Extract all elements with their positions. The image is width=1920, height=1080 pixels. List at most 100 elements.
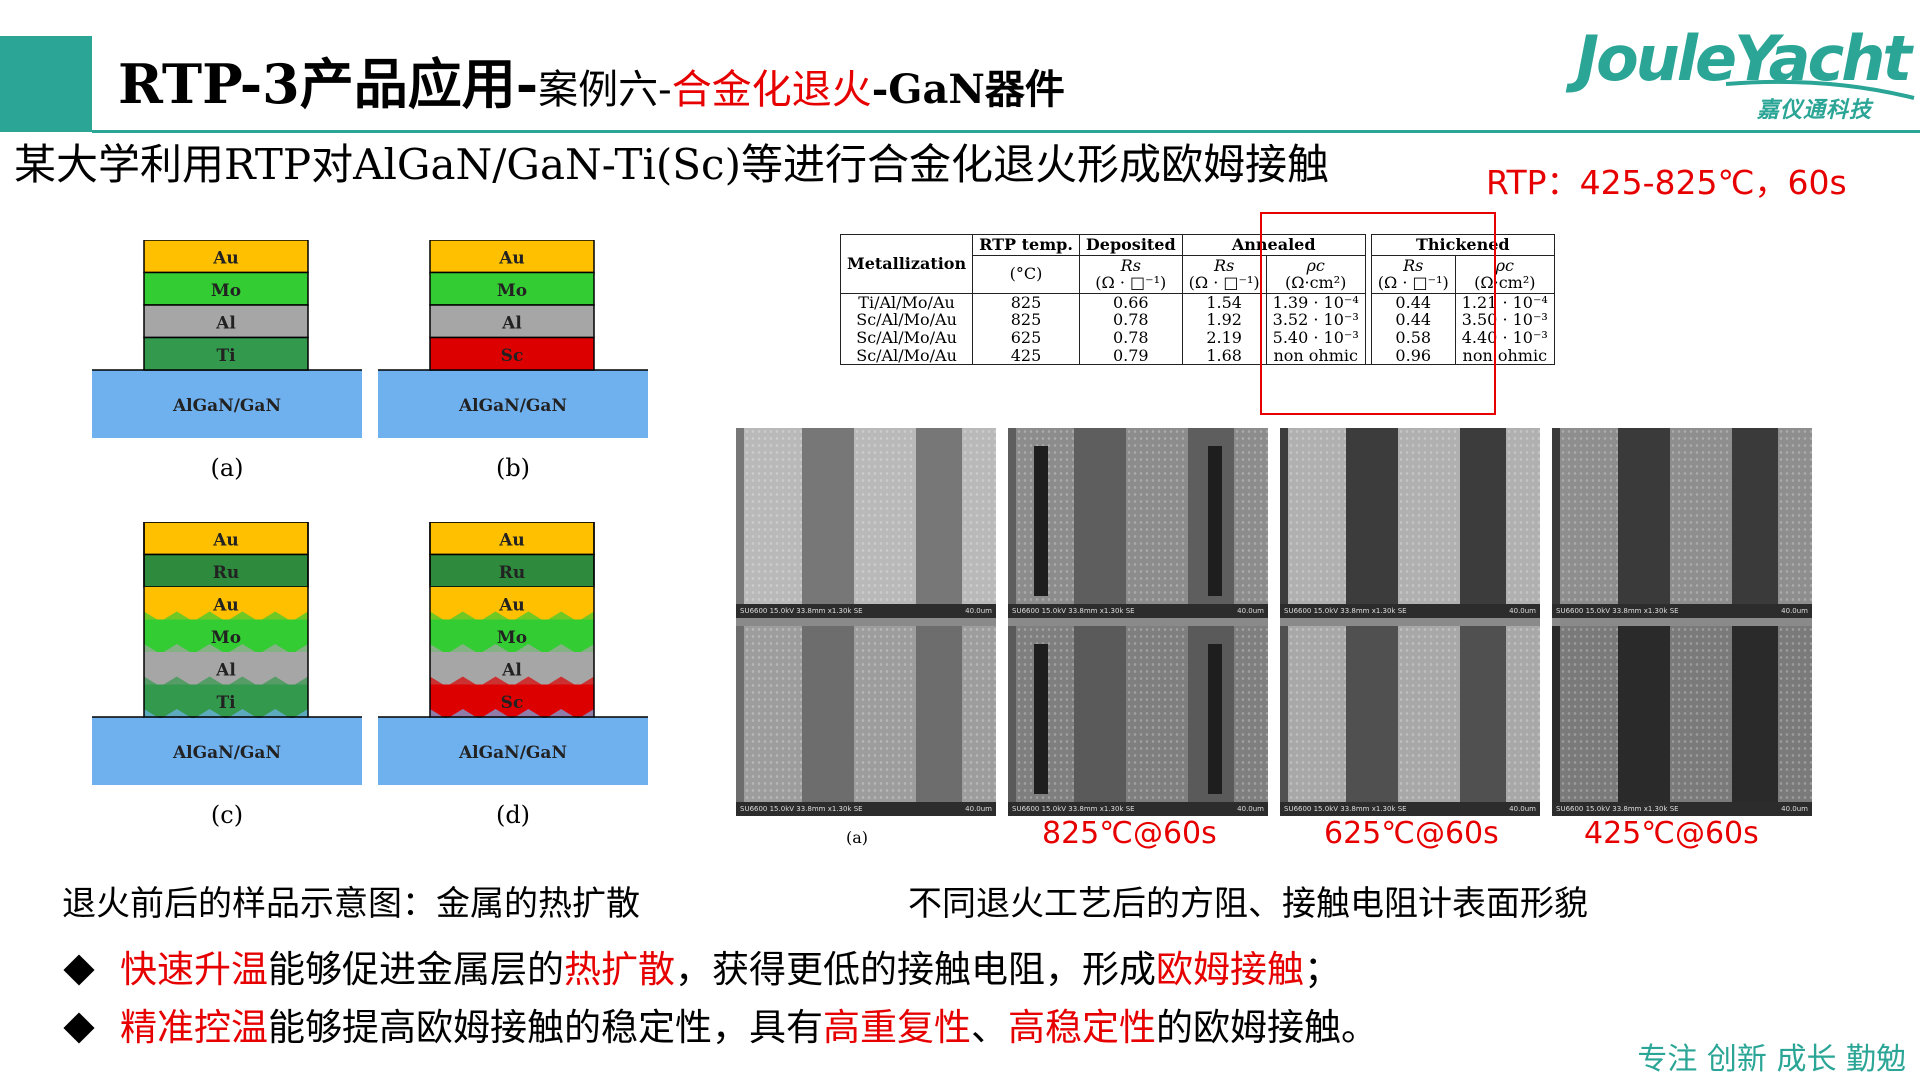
- layer-label: Mo: [497, 628, 527, 648]
- layer-mo: [143, 271, 309, 306]
- layer-au: [429, 240, 595, 274]
- table-cell: 0.44: [1370, 293, 1456, 312]
- layer-sc: [429, 336, 595, 371]
- substrate-label: AlGaN/GaN: [458, 743, 567, 763]
- slide-subtitle: 某大学利用RTP对AlGaN/GaN-Ti(Sc)等进行合金化退火形成欧姆接触: [14, 140, 1329, 189]
- layer-al: [144, 652, 308, 685]
- layer-al: [430, 652, 594, 685]
- th-metallization: Metallization: [839, 234, 974, 294]
- logo-sub-text: 嘉仪通科技: [1756, 98, 1872, 123]
- page-title: RTP-3产品应用-案例六-合金化退火-GaN器件: [118, 44, 1065, 124]
- table-cell: non ohmic: [1454, 346, 1555, 366]
- title-highlight: 合金化退火: [671, 67, 872, 113]
- sem-panel-label: (a): [846, 828, 869, 847]
- th-ann-rhoc: ρc(Ω·cm²): [1265, 254, 1366, 294]
- layer-label: Ti: [216, 693, 236, 713]
- layer-label: Mo: [211, 628, 241, 648]
- th-thk-rhoc: ρc(Ω·cm²): [1454, 254, 1555, 294]
- stack-figure-label: (b): [495, 454, 531, 482]
- caption-sem: 不同退火工艺后的方阻、接触电阻计表面形貌: [908, 884, 1588, 924]
- table-cell: 1.54: [1181, 293, 1267, 312]
- resistance-table: Metallization RTP temp. Deposited Anneal…: [839, 234, 1555, 366]
- layer-ru: [429, 553, 595, 588]
- substrate-label: AlGaN/GaN: [172, 743, 281, 763]
- title-tail: -GaN器件: [871, 66, 1065, 113]
- table-cell: 825: [972, 311, 1080, 329]
- layer-label: Ru: [499, 563, 526, 583]
- table-cell: non ohmic: [1265, 346, 1366, 366]
- annealed-highlight-box: [1260, 212, 1496, 415]
- table-cell: 4.40 · 10⁻³: [1454, 329, 1555, 347]
- bullet-2: 精准控温能够提高欧姆接触的稳定性，具有高重复性、高稳定性的欧姆接触。: [62, 1002, 1378, 1054]
- company-logo: JouleYacht 嘉仪通科技: [1576, 18, 1916, 126]
- table-cell: 5.40 · 10⁻³: [1265, 329, 1366, 347]
- th-ann-rs: Rs(Ω · □⁻¹): [1181, 254, 1267, 294]
- table-cell: Sc/Al/Mo/Au: [839, 329, 974, 347]
- stack-figure-label: (c): [210, 801, 244, 829]
- table-cell: 0.58: [1370, 329, 1456, 347]
- layer-sc: [430, 684, 594, 717]
- logo-swoosh-icon: [1725, 79, 1915, 100]
- sem-caption-625: 625℃@60s: [1324, 816, 1499, 851]
- layer-mo: [430, 619, 594, 652]
- table-cell: 0.78: [1078, 311, 1183, 329]
- layer-label: Au: [498, 530, 525, 550]
- table-cell: 1.68: [1181, 346, 1267, 366]
- layer-label: Al: [501, 313, 522, 333]
- th-dep-rs: Rs(Ω · □⁻¹): [1078, 254, 1183, 294]
- title-main: RTP-3产品应用-: [118, 52, 539, 116]
- layer-label: Ru: [213, 563, 240, 583]
- rtp-condition-note: RTP：425-825℃，60s: [1486, 163, 1847, 202]
- logo-brand-text: JouleYacht: [1576, 22, 1912, 95]
- title-accent-bar: [0, 36, 92, 132]
- substrate-layer: [92, 717, 362, 785]
- layer-label: Sc: [501, 693, 524, 713]
- title-sub: 案例六-: [538, 67, 672, 113]
- table-cell: 1.39 · 10⁻⁴: [1265, 293, 1366, 312]
- caption-schematic: 退火前后的样品示意图：金属的热扩散: [62, 884, 640, 924]
- layer-au: [144, 587, 308, 620]
- substrate-layer: [378, 717, 648, 785]
- table-cell: 3.52 · 10⁻³: [1265, 311, 1366, 329]
- table-cell: Sc/Al/Mo/Au: [839, 346, 974, 366]
- layer-au: [430, 587, 594, 620]
- layer-au: [143, 240, 309, 274]
- table-cell: 3.50 · 10⁻³: [1454, 311, 1555, 329]
- table-cell: Ti/Al/Mo/Au: [839, 293, 974, 312]
- layer-label: Au: [498, 248, 525, 268]
- table-cell: 0.96: [1370, 346, 1456, 366]
- layer-label: Sc: [501, 346, 524, 366]
- substrate-layer: [92, 370, 362, 438]
- table-cell: 1.92: [1181, 311, 1267, 329]
- layer-label: Al: [215, 313, 236, 333]
- substrate-layer: [378, 370, 648, 438]
- th-deposited: Deposited: [1078, 234, 1183, 256]
- layer-al: [429, 304, 595, 339]
- table-cell: 1.21 · 10⁻⁴: [1454, 293, 1555, 312]
- th-thickened: Thickened: [1370, 234, 1555, 256]
- table-cell: 625: [972, 329, 1080, 347]
- sem-caption-825: 825℃@60s: [1042, 816, 1217, 851]
- layer-label: Au: [212, 530, 239, 550]
- table-cell: 825: [972, 293, 1080, 312]
- stack-figure-label: (a): [210, 454, 244, 482]
- layer-al: [143, 304, 309, 339]
- layer-label: Al: [501, 660, 522, 680]
- layer-label: Al: [215, 660, 236, 680]
- th-rtp-temp: RTP temp.: [972, 234, 1080, 256]
- table-cell: 2.19: [1181, 329, 1267, 347]
